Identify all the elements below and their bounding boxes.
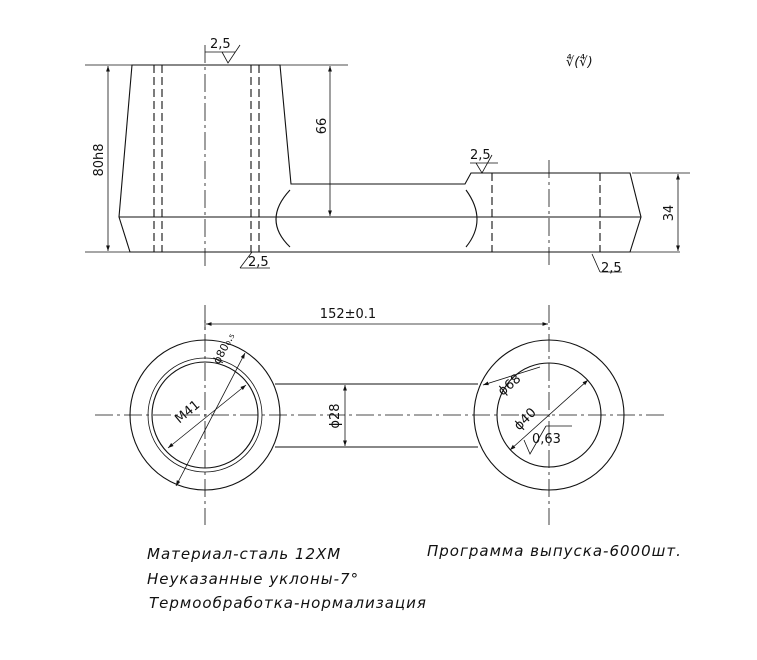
roughness-bottom-right-label: 2,5 [601, 261, 622, 276]
left-boss-outline [118, 64, 642, 253]
dim-phi68-label: ϕ68 [495, 371, 524, 399]
dim-phi28-label: ϕ28 [328, 403, 343, 428]
dim-m41-label: M41 [172, 398, 203, 427]
dim-34-label: 34 [662, 205, 677, 222]
front-view: 80h8 66 34 2,5 2,5 2,5 2,5 ∜(∜) [85, 37, 690, 276]
roughness-boss-label: 2,5 [470, 148, 491, 163]
roughness-bore-label: 0,63 [532, 432, 561, 447]
roughness-mark-bore [523, 425, 572, 455]
note-material: Материал-сталь 12ХМ [147, 545, 341, 563]
note-heat-treatment: Термообработка-нормализация [149, 594, 427, 612]
dim-phi68-line [482, 366, 541, 386]
dim-phi40-label: ϕ40 [511, 405, 539, 433]
roughness-mark-bottom-right [591, 253, 622, 273]
roughness-general-label: ∜(∜) [566, 53, 593, 70]
notes: Материал-сталь 12ХМ Неуказанные уклоны-7… [147, 542, 682, 612]
dim-phi40-line [509, 379, 589, 451]
fillet-left [275, 189, 291, 248]
note-slopes: Неуказанные уклоны-7° [147, 570, 359, 588]
roughness-mark-boss [470, 154, 498, 174]
dim-152-label: 152±0.1 [320, 307, 376, 322]
roughness-mark-bottom-left [239, 251, 270, 269]
dim-phi80-label: ϕ80₀.₅ [210, 330, 237, 366]
note-program: Программа выпуска-6000шт. [427, 542, 682, 560]
roughness-top-label: 2,5 [210, 37, 231, 52]
left-boss-outer-circle [129, 339, 281, 491]
right-boss-outer-circle [473, 339, 625, 491]
top-view: 152±0.1 ϕ28 ϕ80₀.₅ M41 ϕ68 ϕ40 0,63 [95, 305, 665, 525]
dim-80h8-label: 80h8 [92, 143, 107, 176]
roughness-mark-top [205, 44, 241, 64]
dim-66-label: 66 [315, 118, 330, 135]
fillet-right [465, 189, 478, 248]
right-bore-circle [496, 362, 602, 468]
roughness-bottom-left-label: 2,5 [248, 255, 269, 270]
dim-m41-line [167, 384, 247, 449]
